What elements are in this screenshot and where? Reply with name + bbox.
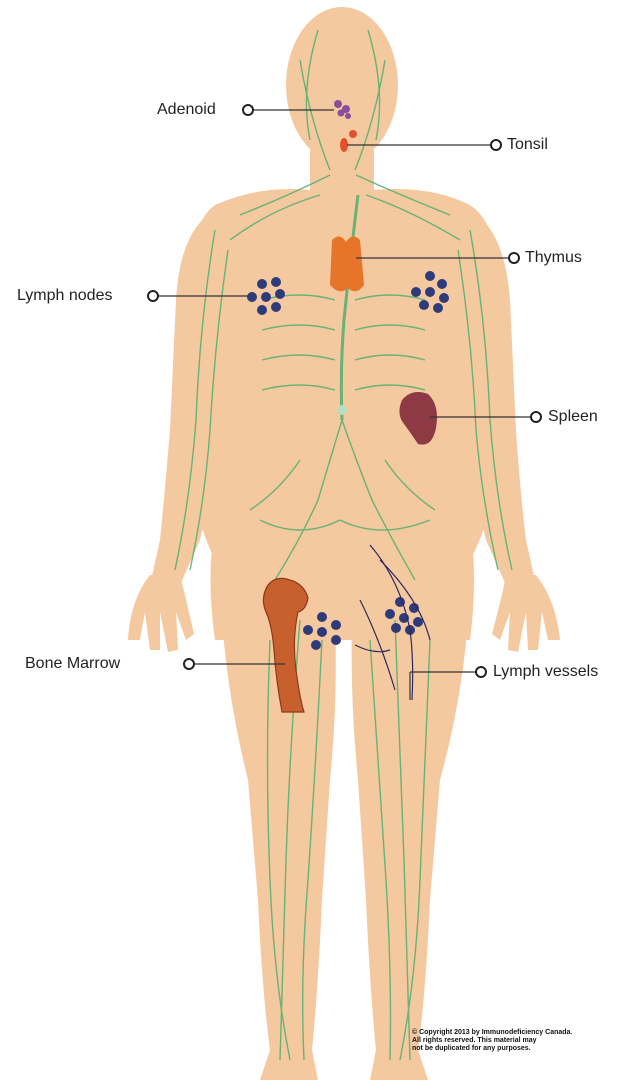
- copyright-notice: © Copyright 2013 by Immunodeficiency Can…: [412, 1029, 572, 1053]
- copyright-line-2: All rights reserved. This material may: [412, 1037, 572, 1045]
- lymph-nodes-marker-icon: [148, 291, 158, 301]
- tonsil-marker-icon: [491, 140, 501, 150]
- label-lymph-vessels: Lymph vessels: [493, 663, 598, 681]
- label-adenoid: Adenoid: [157, 101, 216, 119]
- label-thymus: Thymus: [525, 249, 582, 267]
- label-lymph-nodes: Lymph nodes: [17, 287, 112, 305]
- lymph-vessels-marker-icon: [476, 667, 486, 677]
- copyright-line-3: not be duplicated for any purposes.: [412, 1045, 572, 1053]
- copyright-line-1: © Copyright 2013 by Immunodeficiency Can…: [412, 1029, 572, 1037]
- label-bone-marrow: Bone Marrow: [25, 655, 120, 673]
- bone-marrow-marker-icon: [184, 659, 194, 669]
- label-spleen: Spleen: [548, 408, 598, 426]
- body-silhouette: [128, 7, 560, 1080]
- cisterna-chyli: [337, 405, 347, 415]
- thymus-shape: [330, 236, 364, 291]
- thymus-marker-icon: [509, 253, 519, 263]
- spleen-marker-icon: [531, 412, 541, 422]
- label-tonsil: Tonsil: [507, 136, 548, 154]
- adenoid-marker-icon: [243, 105, 253, 115]
